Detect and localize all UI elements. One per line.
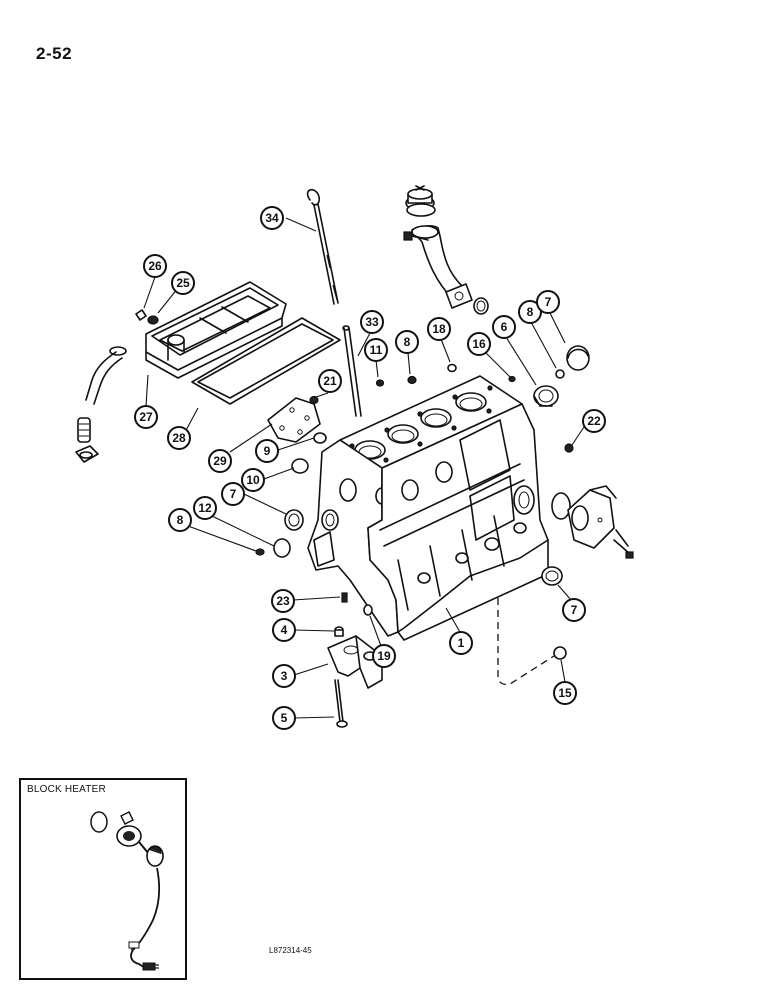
- svg-text:7: 7: [545, 295, 552, 309]
- svg-text:23: 23: [276, 594, 290, 608]
- callout-8-right: 8: [518, 300, 542, 324]
- svg-text:9: 9: [264, 444, 271, 458]
- callout-7-lower: 7: [562, 598, 586, 622]
- svg-text:28: 28: [172, 431, 186, 445]
- callout-8-top: 8: [395, 330, 419, 354]
- svg-text:10: 10: [246, 473, 260, 487]
- block-heater-inset: BLOCK HEATER: [19, 778, 187, 980]
- inset-title: BLOCK HEATER: [27, 784, 106, 795]
- main-bearing-bolt: [334, 679, 348, 728]
- dowel-16: [508, 375, 516, 383]
- expansion-plug-10: [291, 458, 309, 474]
- svg-text:25: 25: [176, 276, 190, 290]
- svg-text:7: 7: [571, 603, 578, 617]
- svg-text:16: 16: [472, 337, 486, 351]
- svg-text:1: 1: [458, 636, 465, 650]
- callout-7-top: 7: [536, 290, 560, 314]
- svg-text:29: 29: [213, 454, 227, 468]
- engine-block: [307, 375, 549, 641]
- callout-18: 18: [427, 317, 451, 341]
- camshaft-bushing: [533, 385, 559, 407]
- callout-16: 16: [467, 332, 491, 356]
- callout-6: 6: [492, 315, 516, 339]
- pipe-plug-8-left: [255, 548, 265, 556]
- callout-5: 5: [272, 706, 296, 730]
- oil-filler-cap-and-tube: [403, 185, 489, 315]
- expansion-plug-9: [313, 432, 327, 444]
- callout-25: 25: [171, 271, 195, 295]
- svg-text:4: 4: [281, 623, 288, 637]
- callout-22: 22: [582, 409, 606, 433]
- callout-28: 28: [167, 426, 191, 450]
- expansion-plug-left-7: [284, 509, 304, 531]
- dowel-4: [334, 626, 344, 637]
- plug-8-top: [407, 375, 417, 385]
- svg-text:7: 7: [230, 487, 237, 501]
- callout-23: 23: [271, 589, 295, 613]
- svg-text:12: 12: [198, 501, 212, 515]
- plug-21: [309, 395, 319, 405]
- o-ring-15: [553, 646, 567, 660]
- page-number: 2-52: [36, 44, 73, 63]
- plug-23: [341, 592, 348, 603]
- svg-text:8: 8: [404, 335, 411, 349]
- plug-19: [363, 604, 373, 616]
- svg-text:33: 33: [365, 315, 379, 329]
- plug-11: [375, 379, 385, 387]
- expansion-plug-12: [273, 538, 291, 558]
- callout-26: 26: [143, 254, 167, 278]
- callout-27: 27: [134, 405, 158, 429]
- callout-34: 34: [260, 206, 284, 230]
- callout-4: 4: [272, 618, 296, 642]
- svg-text:11: 11: [370, 343, 383, 357]
- thermostat-housing: [551, 485, 634, 559]
- svg-text:15: 15: [558, 686, 572, 700]
- callout-8-left: 8: [168, 508, 192, 532]
- svg-text:6: 6: [501, 320, 508, 334]
- callout-19: 19: [372, 644, 396, 668]
- svg-text:8: 8: [177, 513, 184, 527]
- callout-12: 12: [193, 496, 217, 520]
- expansion-plug-7-lower: [541, 566, 563, 586]
- valve-cover-nut-and-washer: [135, 309, 159, 325]
- svg-text:3: 3: [281, 669, 288, 683]
- callout-9: 9: [255, 439, 279, 463]
- svg-text:34: 34: [265, 211, 279, 225]
- leader-lines: [143, 217, 585, 719]
- plug-18: [447, 363, 457, 373]
- valve-cover: [145, 281, 287, 379]
- callout-7-left: 7: [221, 482, 245, 506]
- callout-10: 10: [241, 468, 265, 492]
- cover-plate: [267, 397, 321, 443]
- callout-33: 33: [360, 310, 384, 334]
- svg-text:8: 8: [527, 305, 534, 319]
- callout-29: 29: [208, 449, 232, 473]
- svg-text:22: 22: [587, 414, 601, 428]
- svg-text:27: 27: [139, 410, 153, 424]
- svg-text:21: 21: [323, 374, 337, 388]
- callout-3: 3: [272, 664, 296, 688]
- valve-cover-gasket: [191, 317, 341, 405]
- breather-hose: [75, 346, 127, 463]
- svg-text:19: 19: [377, 649, 391, 663]
- svg-text:5: 5: [281, 711, 288, 725]
- expansion-plug-7-top: [566, 345, 590, 371]
- callout-15: 15: [553, 681, 577, 705]
- dipstick-tube: [342, 325, 362, 417]
- dipstick: [306, 188, 339, 305]
- plug-8-right: [555, 369, 565, 379]
- callout-21: 21: [318, 369, 342, 393]
- oil-gallery-dashed-line: [497, 598, 555, 686]
- svg-text:26: 26: [148, 259, 162, 273]
- block-heater-illustration: [90, 811, 164, 971]
- callout-11: 11: [364, 338, 388, 362]
- plug-22: [564, 443, 574, 453]
- figure-reference-id: L872314-45: [269, 946, 312, 955]
- callout-1: 1: [449, 631, 473, 655]
- svg-text:18: 18: [432, 322, 446, 336]
